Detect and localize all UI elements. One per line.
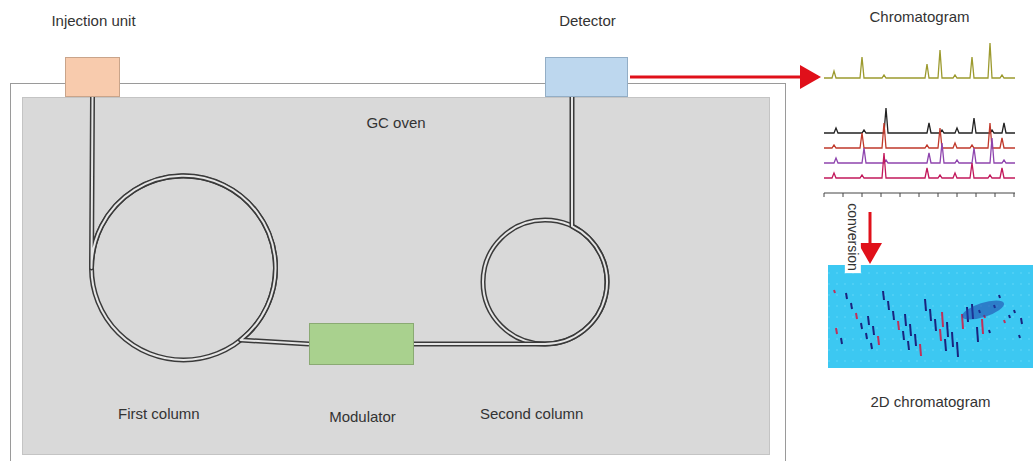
chromatogram-plot: Chromatogram	[822, 38, 1017, 210]
axis-tick	[919, 193, 920, 197]
red-arrow	[869, 212, 872, 261]
grid-line	[828, 350, 1033, 351]
peak-spot	[905, 314, 906, 326]
axis-tick	[862, 193, 863, 197]
node-heading: 2D chromatogram	[828, 393, 1033, 410]
peak-spot	[940, 329, 941, 341]
peak-spot	[977, 327, 978, 342]
trace-line	[824, 108, 1015, 133]
peak-spot	[957, 342, 958, 357]
peak-spot	[903, 331, 904, 340]
axis-tick	[824, 193, 825, 197]
peak-spot	[1009, 315, 1010, 318]
peak-spot	[866, 333, 867, 339]
peak-spot	[868, 316, 869, 325]
peak-spot	[945, 339, 946, 351]
peak-spot	[915, 334, 916, 346]
connector	[630, 77, 818, 78]
peak-spot	[1014, 310, 1015, 313]
peak-spot	[861, 323, 862, 329]
peak-spot	[898, 321, 899, 330]
peak-spot	[888, 301, 889, 310]
peak-spot	[883, 291, 884, 300]
peak-spot	[925, 299, 926, 311]
grid-line	[828, 328, 1033, 329]
axis-tick	[1014, 193, 1015, 197]
node-heading: Detector	[516, 12, 659, 29]
axis-tick	[995, 193, 996, 197]
peak-spot	[834, 290, 835, 293]
peak-spot	[851, 303, 852, 309]
peak-spot	[942, 312, 943, 327]
injection-unit-box: Injection unit	[65, 57, 120, 97]
peak-spot	[989, 330, 990, 333]
peak-spot	[871, 343, 872, 349]
red-arrow	[630, 76, 818, 79]
trace-line	[824, 153, 1015, 178]
modulator-box: Modulator	[309, 323, 414, 365]
peak-spot	[982, 319, 983, 334]
trace-line	[824, 123, 1015, 148]
peak-spot	[999, 295, 1000, 298]
peak-spot	[935, 319, 936, 331]
contour-map	[828, 265, 1033, 368]
grid-line	[828, 284, 1033, 285]
peak-spot	[841, 338, 842, 344]
axis-tick	[976, 193, 977, 197]
trace-line	[824, 43, 1015, 78]
axis-tick	[900, 193, 901, 197]
peak-spot	[836, 328, 837, 334]
oven-title: GC oven	[23, 114, 769, 131]
peak-spot	[947, 322, 948, 337]
node-heading: Injection unit	[16, 12, 171, 29]
peak-spot	[873, 326, 874, 335]
peak-spot	[920, 344, 921, 356]
axis-tick	[957, 193, 958, 197]
peak-spot	[878, 336, 879, 345]
2d-chromatogram-plot: 2D chromatogram	[828, 265, 1033, 368]
grid-line	[828, 295, 1033, 296]
outer-frame	[11, 84, 786, 461]
gc-oven: GC ovenModulator	[22, 97, 770, 455]
axis-tick	[843, 193, 844, 197]
node-heading: Modulator	[280, 408, 445, 425]
peak-spot	[856, 313, 857, 319]
edge-label: conversion	[845, 201, 861, 273]
detector-box: Detector	[545, 57, 628, 97]
peak-spot	[930, 309, 931, 321]
peak-spot	[910, 324, 911, 336]
peak-spot	[1004, 320, 1005, 323]
peak-spot	[952, 332, 953, 347]
peak-spot	[846, 293, 847, 299]
connector	[870, 212, 871, 261]
node-heading: Chromatogram	[822, 8, 1017, 25]
peak-spot	[908, 341, 909, 350]
peak-spot	[893, 311, 894, 320]
peak-spot	[1019, 335, 1020, 338]
chromatogram-traces	[822, 38, 1017, 210]
trace-line	[824, 138, 1015, 163]
grid-line	[828, 361, 1033, 362]
grid-line	[828, 339, 1033, 340]
column-label: First column	[118, 405, 200, 422]
peak-spot	[1021, 318, 1022, 324]
peak-cluster	[960, 297, 1006, 324]
axis-tick	[881, 193, 882, 197]
axis-tick	[938, 193, 939, 197]
column-label: Second column	[480, 405, 583, 422]
